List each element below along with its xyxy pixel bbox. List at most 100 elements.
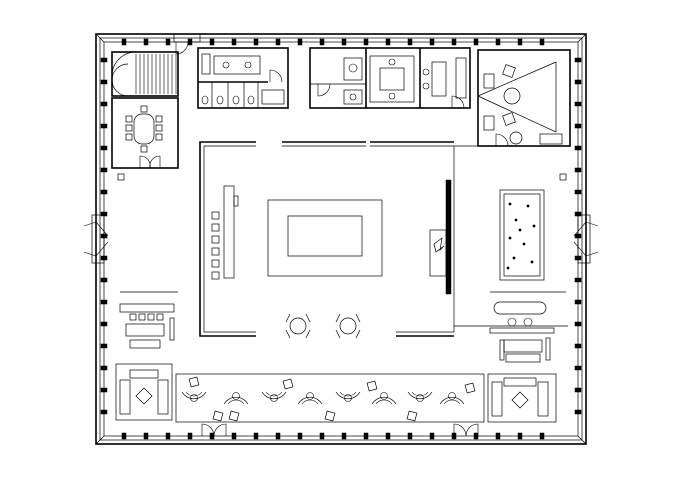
curved-sofa-inner (339, 391, 357, 397)
column (574, 123, 582, 129)
column (100, 365, 108, 371)
curved-sofa-inner (443, 399, 461, 405)
column (574, 145, 582, 151)
curved-sofa-inner (227, 399, 245, 405)
chair (125, 115, 133, 123)
stool (211, 211, 220, 220)
side-table (464, 382, 476, 394)
restroom-block (197, 47, 289, 109)
central-display (267, 199, 383, 277)
column (100, 189, 108, 195)
display-item (508, 236, 512, 240)
corner-room (477, 49, 571, 147)
curved-sofa-inner (411, 391, 429, 397)
column (407, 38, 413, 46)
chair (140, 145, 148, 153)
column (574, 101, 582, 107)
display-wall-left (211, 185, 239, 280)
toilet (216, 95, 224, 105)
office-suite (309, 47, 471, 109)
toilet (232, 95, 240, 105)
column (574, 57, 582, 63)
column (100, 167, 108, 173)
coffee-table (232, 392, 240, 400)
chair (125, 133, 133, 141)
column (253, 432, 259, 440)
column (429, 432, 435, 440)
chair (125, 124, 133, 132)
corner-lounge-left (115, 363, 173, 421)
column (574, 387, 582, 393)
column (100, 409, 108, 415)
coffee-table (270, 394, 278, 402)
side-table (324, 410, 336, 422)
corner-lounge-right (487, 373, 557, 423)
coffee-table (344, 394, 352, 402)
column (429, 38, 435, 46)
seat (156, 313, 164, 321)
coffee-table (448, 392, 456, 400)
coffee-table (190, 394, 198, 402)
seat (147, 313, 155, 321)
column (143, 432, 149, 440)
column (319, 38, 325, 46)
column (574, 343, 582, 349)
column (451, 38, 457, 46)
stool (211, 235, 220, 244)
column (341, 38, 347, 46)
column (319, 432, 325, 440)
entrance-door-right (573, 214, 599, 264)
column (517, 432, 523, 440)
display-item (506, 266, 510, 270)
column (100, 123, 108, 129)
stool (211, 271, 220, 280)
column (297, 432, 303, 440)
column (187, 432, 193, 440)
staircase (111, 51, 179, 97)
column (495, 432, 501, 440)
stool (211, 259, 220, 268)
column (100, 145, 108, 151)
curved-sofa (407, 391, 433, 400)
column (574, 277, 582, 283)
column (231, 38, 237, 46)
display-item (518, 228, 522, 232)
plan-marks (117, 173, 567, 293)
column (574, 321, 582, 327)
curved-sofa (181, 391, 207, 400)
chair (155, 133, 163, 141)
central-enclosure (199, 141, 568, 337)
column (143, 38, 149, 46)
column (363, 38, 369, 46)
column (100, 101, 108, 107)
display-item (508, 202, 512, 206)
side-table (406, 410, 418, 422)
column (275, 38, 281, 46)
column (121, 38, 127, 46)
curved-sofa (223, 396, 249, 405)
side-tables (188, 376, 476, 422)
seat (138, 313, 146, 321)
column (495, 38, 501, 46)
exhibition-table (499, 189, 545, 281)
curved-sofa (371, 396, 397, 405)
display-item (514, 218, 518, 222)
chair (155, 124, 163, 132)
partition-right (429, 179, 452, 295)
column (574, 299, 582, 305)
column (385, 38, 391, 46)
curved-sofa-inner (375, 399, 393, 405)
chair (155, 115, 163, 123)
stool (211, 247, 220, 256)
center-lounge-chairs (285, 313, 361, 339)
toilet (247, 95, 255, 105)
side-table (228, 410, 240, 422)
column (253, 38, 259, 46)
chair (140, 105, 148, 113)
curved-sofa (297, 396, 323, 405)
column (100, 57, 108, 63)
curved-sofa (261, 391, 287, 400)
entrance-doors-bottom (201, 423, 479, 437)
column (574, 167, 582, 173)
